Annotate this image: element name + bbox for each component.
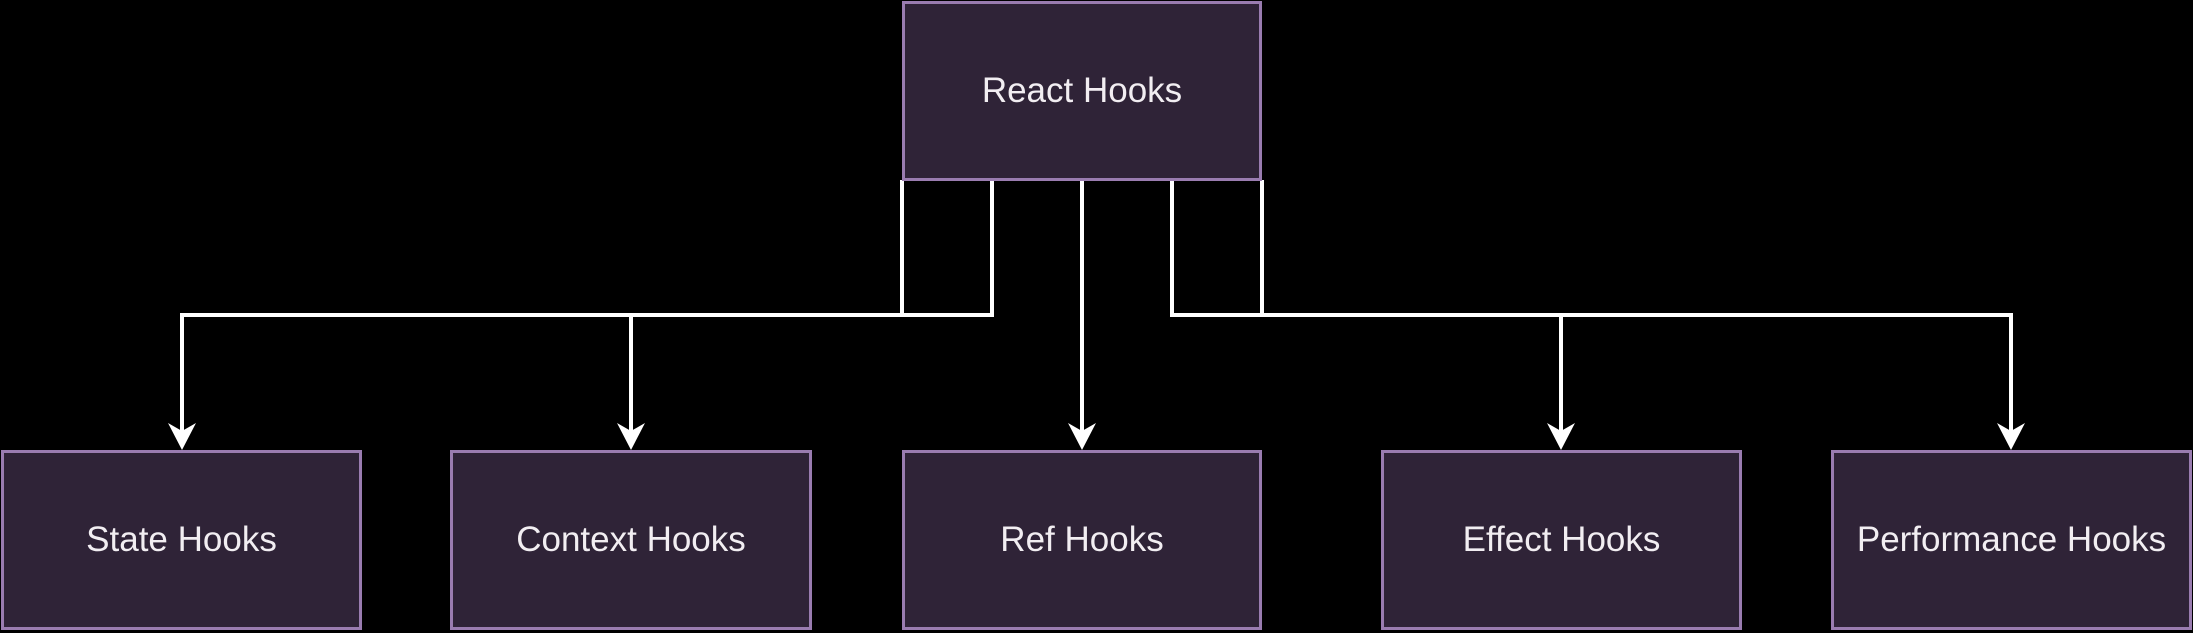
- arrowhead-state-hooks: [168, 423, 196, 450]
- node-ref-hooks-label: Ref Hooks: [1000, 520, 1164, 559]
- edge-react-hooks-to-context-hooks: [629, 180, 994, 436]
- edge-react-hooks-to-performance-hooks: [1260, 180, 2013, 436]
- arrowhead-context-hooks: [617, 423, 645, 450]
- node-ref-hooks: Ref Hooks: [902, 450, 1262, 630]
- arrowhead-effect-hooks: [1547, 423, 1575, 450]
- node-effect-hooks-label: Effect Hooks: [1462, 520, 1661, 559]
- node-context-hooks-label: Context Hooks: [516, 520, 746, 559]
- node-effect-hooks: Effect Hooks: [1381, 450, 1742, 630]
- arrowhead-performance-hooks: [1997, 423, 2025, 450]
- node-context-hooks: Context Hooks: [450, 450, 812, 630]
- edge-react-hooks-to-effect-hooks: [1170, 180, 1563, 436]
- node-react-hooks: React Hooks: [902, 1, 1262, 181]
- arrowhead-ref-hooks: [1068, 423, 1096, 450]
- edge-react-hooks-to-state-hooks: [180, 180, 904, 436]
- node-performance-hooks: Performance Hooks: [1831, 450, 2192, 630]
- node-state-hooks: State Hooks: [1, 450, 362, 630]
- node-react-hooks-label: React Hooks: [981, 71, 1183, 110]
- node-performance-hooks-label: Performance Hooks: [1856, 520, 2167, 559]
- node-state-hooks-label: State Hooks: [86, 520, 277, 559]
